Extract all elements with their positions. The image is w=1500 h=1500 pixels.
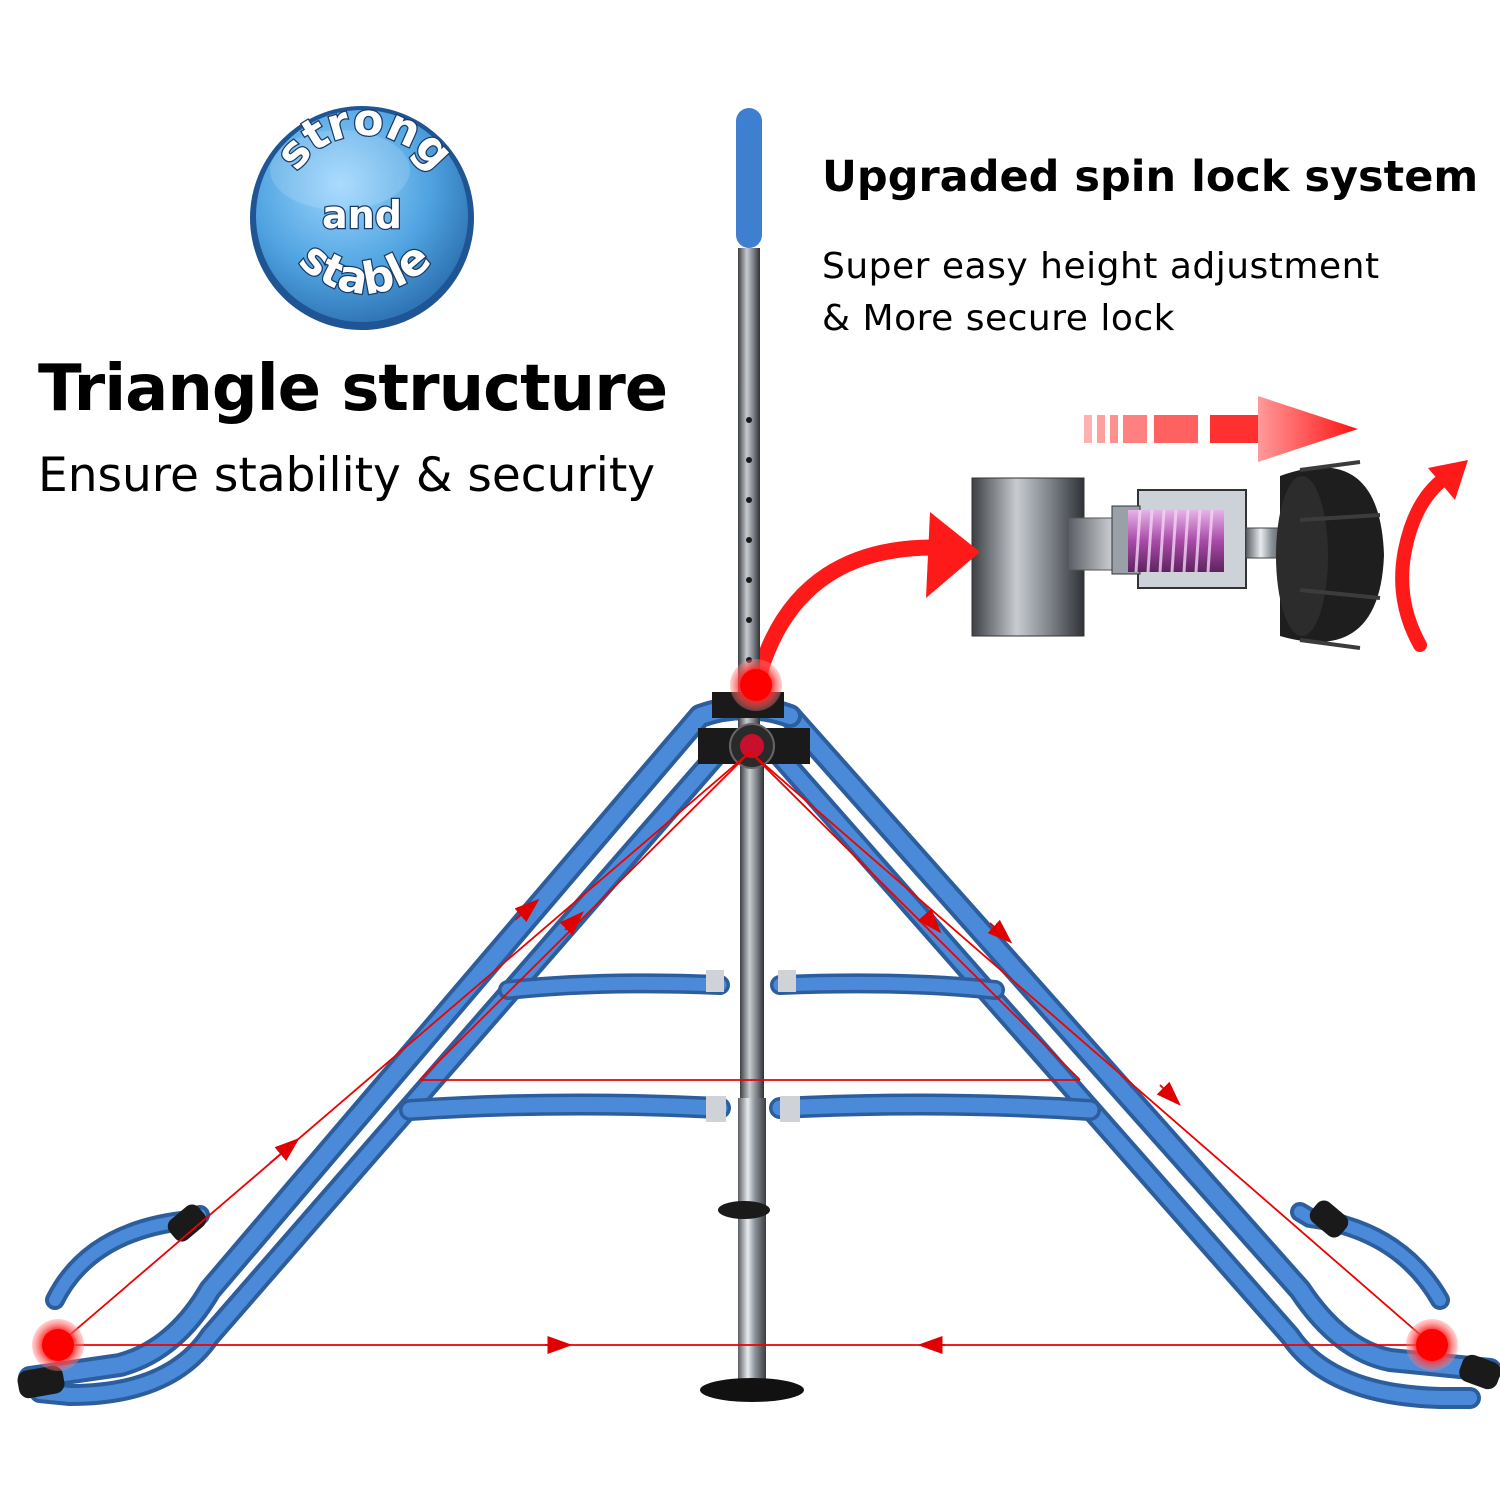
callout-arrow bbox=[752, 512, 980, 680]
triangle-structure-subtitle: Ensure stability & security bbox=[38, 448, 656, 503]
spin-lock-line1: Super easy height adjustment bbox=[822, 246, 1380, 287]
spin-lock-diagram bbox=[971, 396, 1468, 652]
motion-arrow bbox=[1084, 396, 1358, 462]
foot-caps bbox=[17, 1200, 1500, 1399]
highlight-dots bbox=[32, 659, 1458, 1371]
triangle-structure-title: Triangle structure bbox=[38, 352, 668, 426]
spin-lock-line2: & More secure lock bbox=[822, 298, 1175, 339]
strong-and-stable-badge: strong and stable bbox=[250, 93, 474, 330]
spin-lock-title: Upgraded spin lock system bbox=[822, 152, 1479, 202]
badge-line2-text: and bbox=[322, 193, 402, 237]
force-lines bbox=[57, 751, 1433, 1354]
